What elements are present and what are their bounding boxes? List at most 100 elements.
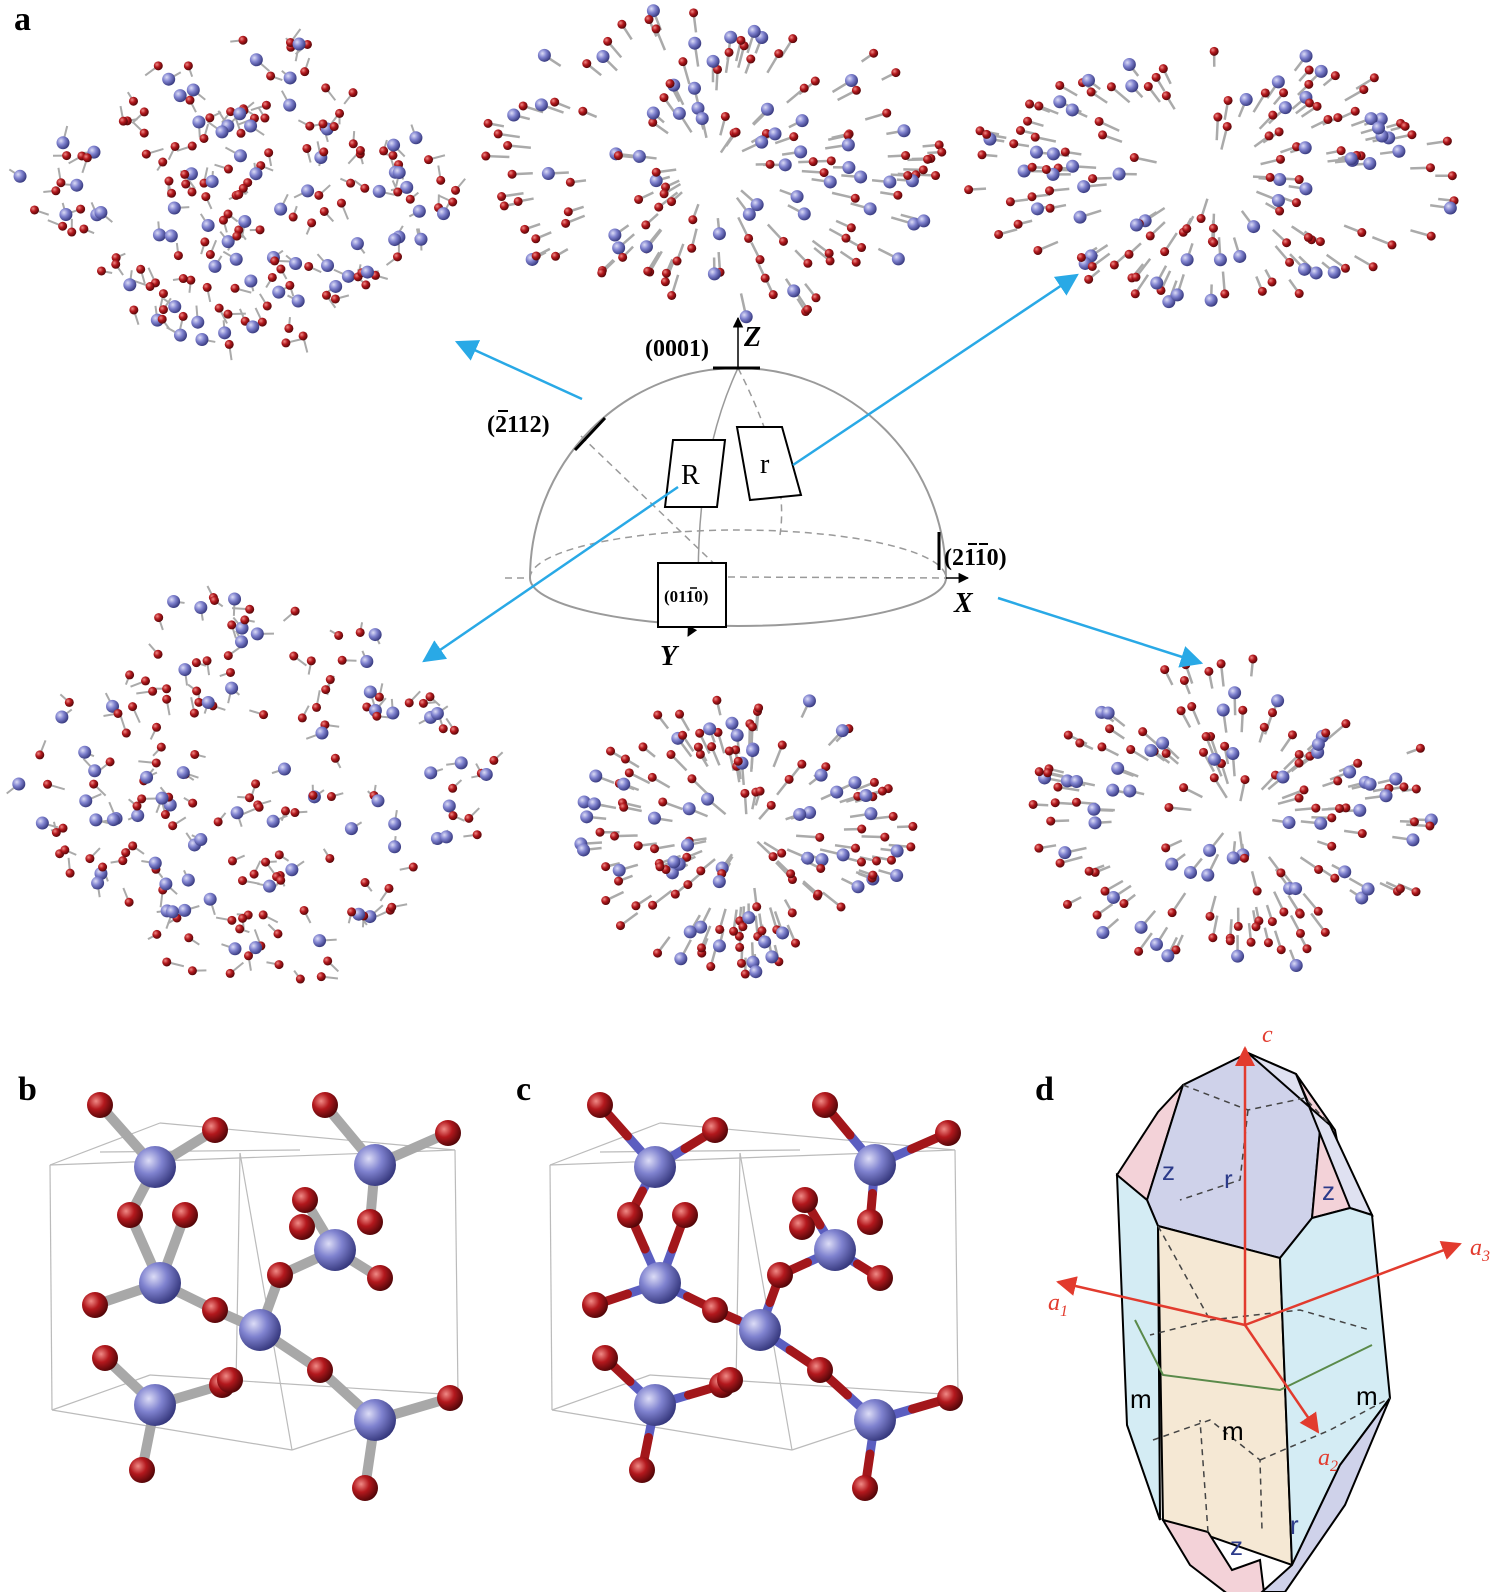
silicon-atom [134,1146,176,1188]
oxygen-atom [1045,203,1055,213]
silicon-atom [1213,253,1227,267]
silicon-atom [233,149,247,163]
oxygen-atom [977,150,987,160]
oxygen-atom [187,966,197,976]
oxygen-atom [270,256,280,266]
oxygen-atom [162,957,172,967]
oxygen-atom [209,595,219,605]
silicon-atom [749,965,763,979]
oxygen-atom [851,257,861,267]
oxygen-atom [201,192,211,202]
oxygen-atom [653,710,663,720]
oxygen-atom [1209,238,1219,248]
oxygen-atom [243,951,253,961]
oxygen-atom [1259,722,1269,732]
silicon-atom [1125,79,1139,93]
oxygen-atom [810,76,820,86]
oxygen-atom [1340,263,1350,273]
oxygen-atom [754,703,764,713]
face-box-r [735,426,803,502]
oxygen-atom [1105,724,1115,734]
silicon-atom [706,54,720,68]
silicon-atom [1343,765,1357,779]
oxygen-atom [852,1475,878,1501]
oxygen-atom [1027,192,1037,202]
face-r-bottom [1260,1397,1391,1592]
silicon-atom [250,627,264,641]
silicon-atom [106,813,120,827]
silicon-atom [233,107,247,121]
oxygen-atom [672,1202,698,1228]
oxygen-atom [695,728,705,738]
silicon-atom [59,207,73,221]
silicon-atom [228,942,242,956]
oxygen-atom [513,196,523,206]
silicon-atom [730,728,744,742]
silicon-atom [534,98,548,112]
face-label-R: R [681,460,700,491]
oxygen-atom [202,656,212,666]
silicon-atom [507,108,521,122]
oxygen-atom [449,725,459,735]
silicon-atom [577,843,591,857]
oxygen-atom [355,146,365,156]
oxygen-atom [388,150,398,160]
oxygen-atom [387,902,397,912]
silicon-atom [883,175,897,189]
silicon-atom [392,166,406,180]
oxygen-atom [869,48,879,58]
oxygen-atom [791,938,801,948]
oxygen-atom [1028,799,1038,809]
oxygen-atom [647,772,657,782]
oxygen-atom [1100,886,1110,896]
oxygen-atom [744,233,754,243]
face-m-front [1156,1224,1294,1567]
oxygen-atom [65,868,75,878]
oxygen-atom [1106,82,1116,92]
oxygen-atom [724,746,734,756]
oxygen-atom [760,273,770,283]
oxygen-atom [850,193,860,203]
oxygen-atom [199,133,209,143]
oxygen-atom [162,694,172,704]
crystal-axis-a2 [1243,1324,1320,1434]
oxygen-atom [160,810,170,820]
silicon-atom [162,72,176,86]
oxygen-atom [1062,899,1072,909]
oxygen-atom [128,841,138,851]
oxygen-atom [205,113,215,123]
oxygen-atom [678,730,688,740]
plane-label-prism-a: (2110) [944,545,1007,571]
oxygen-atom [1145,231,1155,241]
stereogram: Z X Y (0001) (2112) (2110) R r (0110) [422,273,1204,672]
oxygen-atom [937,147,947,157]
silicon-atom [414,232,428,246]
oxygen-atom [867,1265,893,1291]
silicon-atom [291,294,305,308]
oxygen-atom [223,164,233,174]
oxygen-atom [1034,101,1044,111]
silicon-atom [758,935,772,949]
silicon-atom [262,879,276,893]
oxygen-atom [1098,130,1108,140]
oxygen-atom [1160,247,1170,257]
lattice-view-basal-0001 [481,4,947,324]
silicon-atom [88,764,102,778]
oxygen-atom [137,794,147,804]
oxygen-atom [105,757,115,767]
oxygen-atom [1294,793,1304,803]
oxygen-atom [348,139,358,149]
oxygen-atom [304,261,314,271]
oxygen-atom [151,758,161,768]
silicon-atom [674,952,688,966]
oxygen-atom [1295,909,1305,919]
oxygen-atom [1025,99,1035,109]
silicon-atom [1201,868,1215,882]
silicon-atom [277,762,291,776]
oxygen-atom [1335,803,1345,813]
oxygen-atom [1353,758,1363,768]
oxygen-atom [1350,106,1360,116]
oxygen-atom [1097,742,1107,752]
lattice-view-rhombohedral-r [964,46,1459,309]
oxygen-atom [168,821,178,831]
